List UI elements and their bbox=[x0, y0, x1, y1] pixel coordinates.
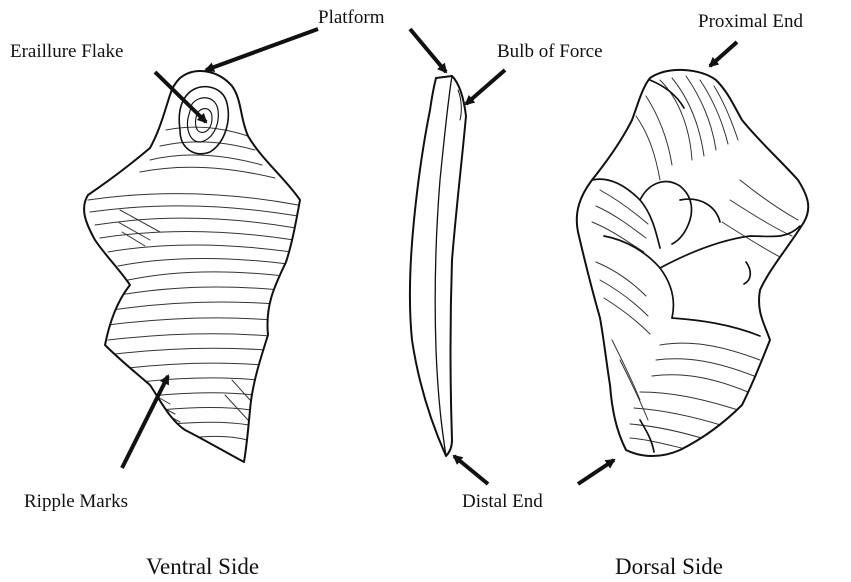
ventral-side-caption: Ventral Side bbox=[146, 555, 259, 578]
eraillure-pointer bbox=[155, 72, 206, 122]
bulb-of-force-label: Bulb of Force bbox=[497, 42, 603, 61]
dorsal-side-caption: Dorsal Side bbox=[615, 555, 723, 578]
distal-pointer-left bbox=[454, 456, 488, 484]
bulb-pointer bbox=[466, 70, 505, 104]
ventral-flake bbox=[84, 71, 300, 462]
distal-pointer-right bbox=[578, 460, 614, 484]
distal-end-label: Distal End bbox=[462, 492, 543, 511]
platform-label: Platform bbox=[318, 8, 385, 27]
flake-profile bbox=[410, 76, 466, 456]
proximal-end-label: Proximal End bbox=[698, 12, 803, 31]
proximal-pointer bbox=[710, 42, 737, 66]
ripple-marks-label: Ripple Marks bbox=[24, 492, 128, 511]
platform-pointer-left bbox=[206, 29, 318, 70]
eraillure-flake-label: Eraillure Flake bbox=[10, 42, 123, 61]
ripple-pointer bbox=[122, 376, 168, 468]
platform-pointer-right bbox=[410, 29, 446, 72]
dorsal-flake bbox=[577, 70, 808, 456]
